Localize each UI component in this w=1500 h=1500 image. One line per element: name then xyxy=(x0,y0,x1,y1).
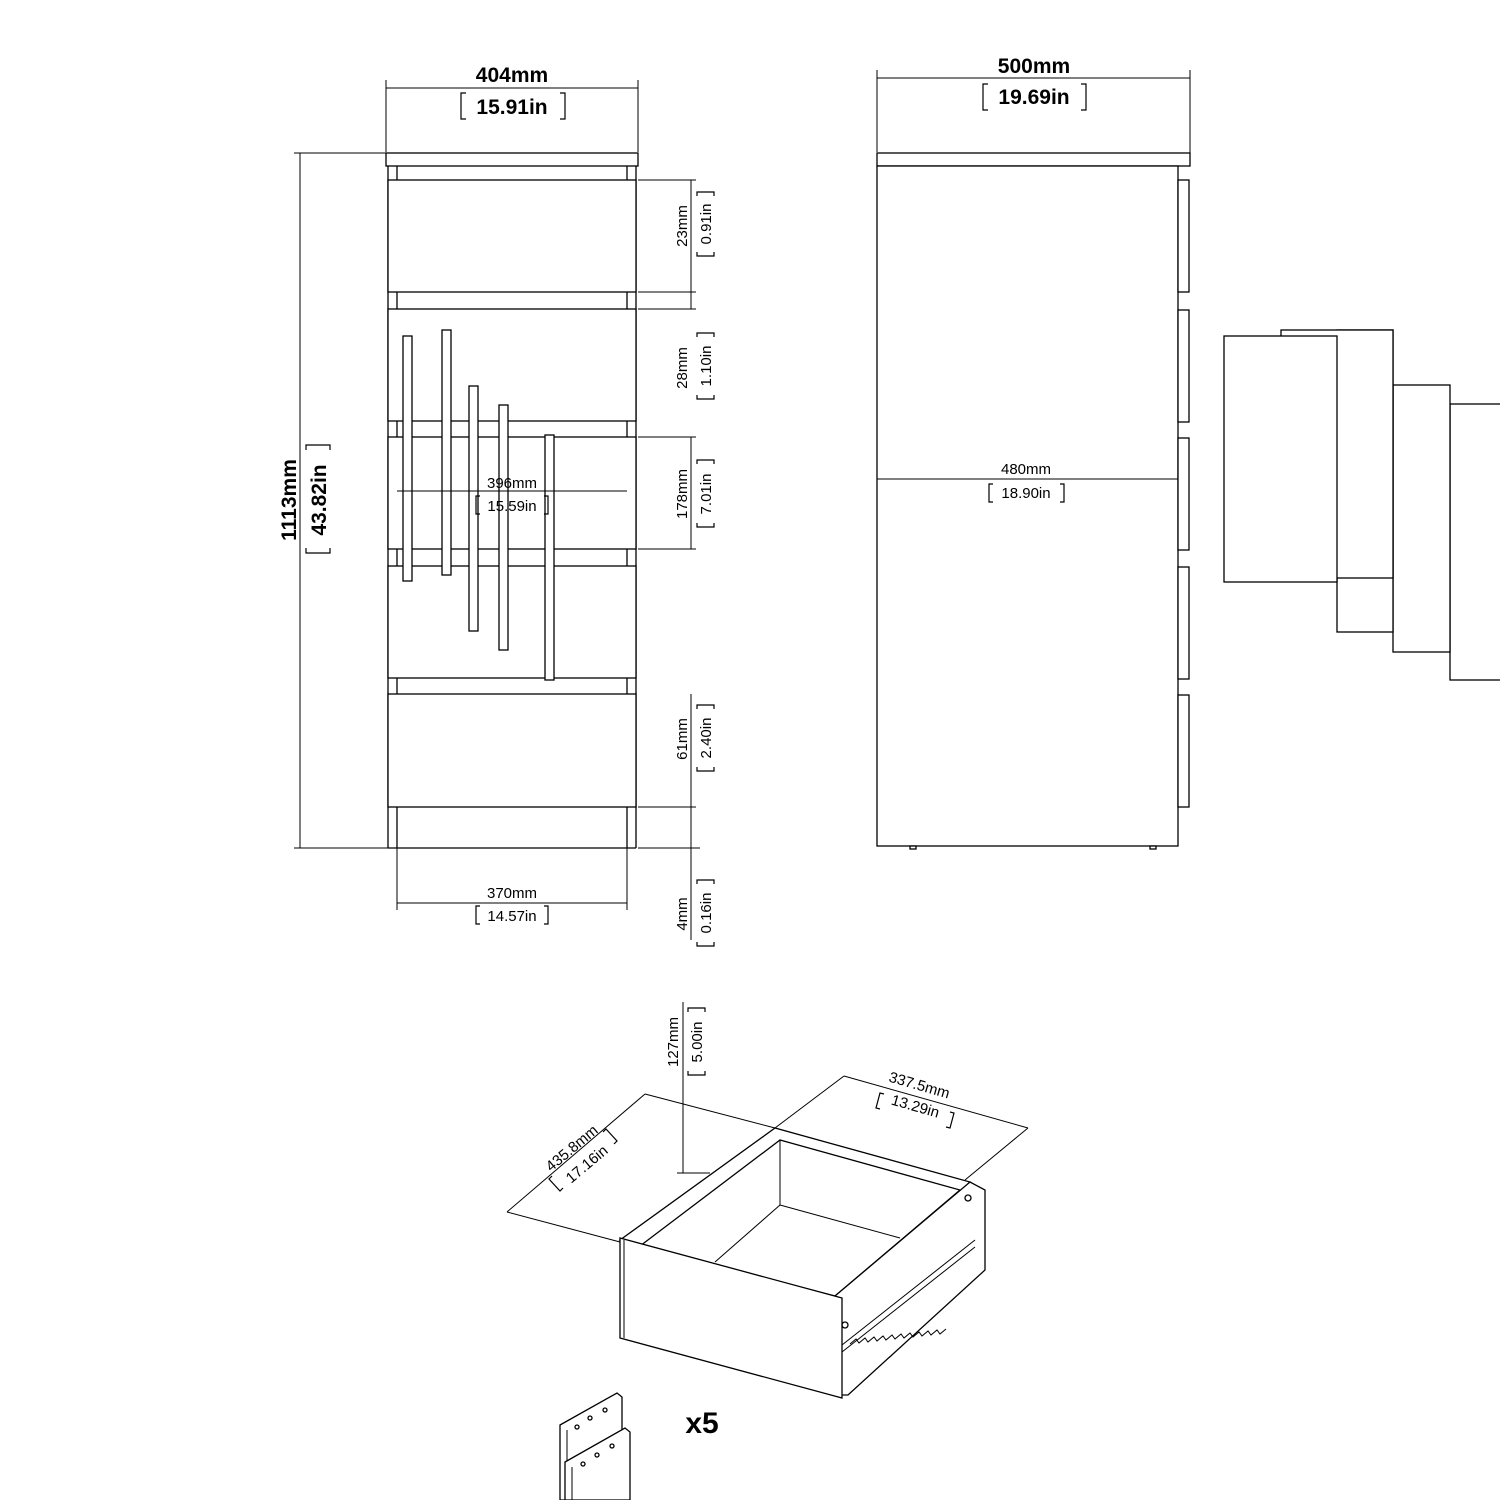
inner-depth-in-label: 18.90in xyxy=(1001,485,1050,502)
drawer-front-2 xyxy=(387,308,637,422)
drawer-height-mm-label: 127mm xyxy=(665,1017,682,1067)
decor-bar-2 xyxy=(441,329,452,576)
side-foot-front xyxy=(909,845,917,850)
front-height-mm-label: 1113mm xyxy=(278,459,301,541)
side-depth-mm-label: 500mm xyxy=(998,55,1070,78)
side-foot-back xyxy=(1149,845,1157,850)
dim-4-mm-label: 4mm xyxy=(674,897,691,930)
decor-bar-4 xyxy=(498,404,509,651)
panel-4 xyxy=(1449,403,1500,681)
stacked-panels xyxy=(1223,329,1500,681)
drawer-front-panel xyxy=(619,1237,843,1399)
dim-28-in-label: 1.10in xyxy=(698,346,715,387)
side-view: 500mm 19.69in 480mm 18.90in xyxy=(876,55,1191,850)
side-drawer-front-1 xyxy=(1177,179,1190,293)
side-drawer-front-2 xyxy=(1177,309,1190,423)
dim-28-mm-label: 28mm xyxy=(674,347,691,389)
front-width-mm-label: 404mm xyxy=(476,64,548,87)
base-width-in-label: 14.57in xyxy=(487,908,536,925)
front-width-in-label: 15.91in xyxy=(476,96,547,119)
drawer-front-1 xyxy=(387,179,637,293)
drawer-quantity-label: x5 xyxy=(685,1407,718,1440)
drawer-isometric: 127mm 5.00in 337.5mm 13.29in 435.8mm 17.… xyxy=(506,1002,1029,1500)
top-plate xyxy=(385,152,639,167)
decor-bar-1 xyxy=(402,335,413,582)
drawer-height-in-label: 5.00in xyxy=(689,1022,706,1063)
decor-bar-5 xyxy=(544,434,555,681)
side-depth-in-label: 19.69in xyxy=(998,86,1069,109)
dim-23-in-label: 0.91in xyxy=(698,204,715,245)
dim-178-mm-label: 178mm xyxy=(674,469,691,519)
dim-61-in-label: 2.40in xyxy=(698,718,715,759)
dim-61-mm-label: 61mm xyxy=(674,718,691,760)
side-drawer-front-3 xyxy=(1177,437,1190,551)
dim-4-in-label: 0.16in xyxy=(698,893,715,934)
decor-bar-3 xyxy=(468,385,479,632)
inner-width-mm-label: 396mm xyxy=(487,475,537,492)
inner-width-in-label: 15.59in xyxy=(487,498,536,515)
dim-23-mm-label: 23mm xyxy=(674,205,691,247)
side-top-plate xyxy=(876,152,1191,167)
inner-depth-mm-label: 480mm xyxy=(1001,461,1051,478)
base-width-mm-label: 370mm xyxy=(487,885,537,902)
side-carcass xyxy=(876,165,1179,847)
drawer-front-4 xyxy=(387,565,637,679)
drawer-front-3 xyxy=(387,436,637,550)
front-height-in-label: 43.82in xyxy=(308,464,331,535)
side-drawer-front-5 xyxy=(1177,694,1190,808)
panel-3 xyxy=(1392,384,1451,653)
panel-1 xyxy=(1223,335,1338,583)
drawer-front-5 xyxy=(387,693,637,808)
dim-178-in-label: 7.01in xyxy=(698,474,715,515)
side-drawer-front-4 xyxy=(1177,566,1190,680)
front-view: 404mm 15.91in 396mm 15.59in 1113mm xyxy=(278,64,715,947)
